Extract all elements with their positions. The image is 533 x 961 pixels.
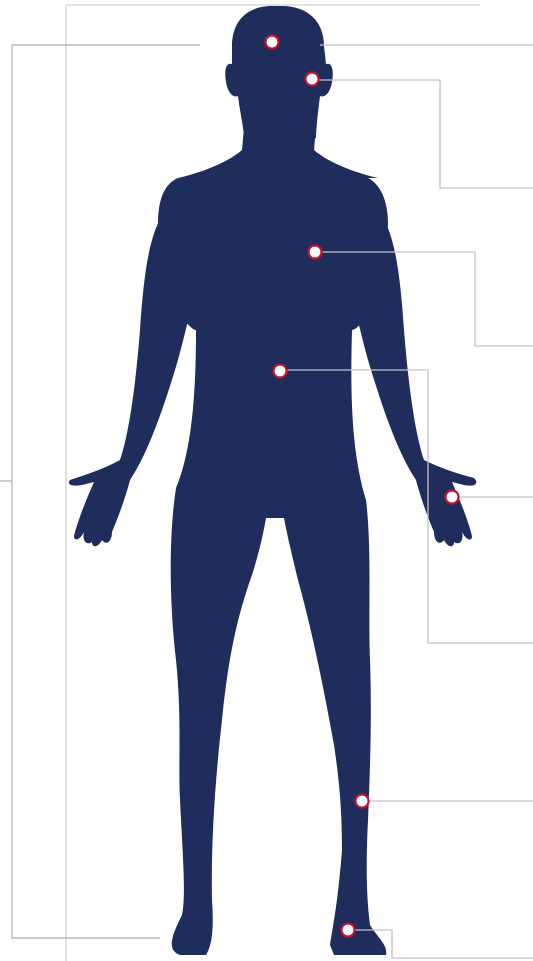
marker-chest[interactable] bbox=[309, 246, 322, 259]
marker-abdomen[interactable] bbox=[274, 365, 287, 378]
marker-ankle[interactable] bbox=[342, 924, 355, 937]
neck-shape bbox=[178, 128, 378, 178]
marker-hand[interactable] bbox=[446, 491, 459, 504]
marker-lower-leg[interactable] bbox=[356, 795, 369, 808]
marker-jaw[interactable] bbox=[306, 73, 319, 86]
human-silhouette bbox=[69, 6, 477, 955]
head-shape bbox=[225, 6, 333, 138]
marker-head[interactable] bbox=[266, 36, 279, 49]
